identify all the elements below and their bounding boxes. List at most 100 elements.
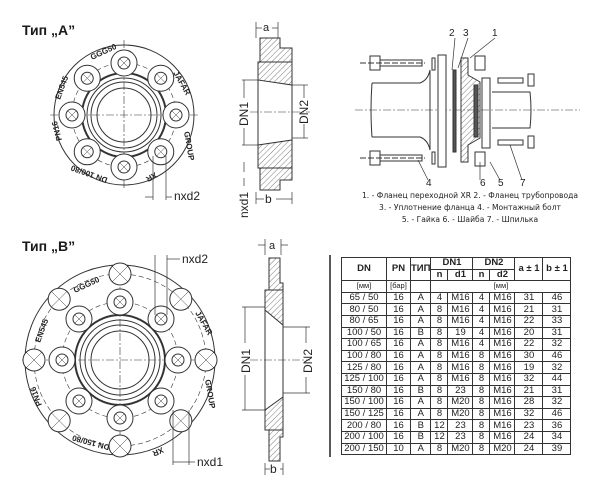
dimensions-table: DN PN ТИП DN1 DN2 a ± 1 b ± 1 n d1 n d2 …	[341, 256, 572, 456]
cell-a: 28	[514, 396, 544, 409]
cell-d2: M16	[489, 372, 516, 386]
cell-n1: 12	[430, 430, 449, 444]
header-n2: n	[472, 268, 491, 282]
header-d1: d1	[447, 268, 474, 282]
cell-n2: 8	[472, 407, 491, 421]
header-type: ТИП	[409, 256, 432, 282]
type-b-front-view: GGG50 JAFAR GROUP XR DN 150/80 PN16 EN54…	[22, 252, 223, 469]
cell-dn: 65 / 50	[341, 291, 387, 305]
marking-group: GROUP	[182, 131, 196, 162]
callout-4: 4	[426, 178, 432, 189]
cell-dn: 150 / 100	[341, 396, 387, 409]
cell-type: B	[409, 384, 432, 398]
cell-d2: M16	[489, 303, 516, 316]
marking-xr: XR	[151, 445, 165, 458]
cell-d1: 23	[447, 430, 474, 444]
cell-a: 31	[514, 291, 544, 305]
cell-n2: 8	[472, 372, 491, 386]
header-n1: n	[430, 268, 449, 282]
cell-pn: 16	[386, 361, 411, 374]
marking-en545: EN545	[53, 74, 70, 101]
marking-jafar: JAFAR	[171, 70, 192, 97]
cell-dn: 200 / 100	[341, 430, 387, 444]
cell-dn: 125 / 80	[341, 361, 387, 374]
dim-a: a	[269, 240, 276, 252]
callout-2: 2	[449, 28, 455, 39]
cell-d1: 23	[447, 419, 474, 432]
cell-b: 46	[542, 349, 572, 363]
cell-n2: 4	[472, 303, 491, 316]
cell-dn: 150 / 80	[341, 384, 387, 398]
cell-n1: 8	[430, 407, 449, 421]
cell-pn: 16	[386, 349, 411, 363]
cell-b: 32	[542, 396, 572, 409]
legend-line: 5. - Гайка 6. - Шайба 7. - Шпилька	[401, 215, 539, 224]
nxd2-label: nxd2	[174, 189, 200, 203]
cell-a: 22	[514, 338, 544, 351]
cell-d1: M16	[447, 361, 474, 374]
cell-type: B	[409, 326, 432, 340]
nxd1-label: nxd1	[197, 455, 223, 469]
cell-d1: M16	[447, 349, 474, 363]
dim-dn1: DN1	[239, 349, 253, 373]
cell-type: A	[409, 361, 432, 374]
cell-a: 32	[514, 407, 544, 421]
marking-pn16: PN16	[28, 385, 43, 407]
callout-6: 6	[480, 178, 486, 189]
cell-b: 31	[542, 303, 572, 316]
cell-n1: 8	[430, 361, 449, 374]
cell-d1: M16	[447, 372, 474, 386]
cell-d2: M20	[489, 442, 516, 456]
cell-dn: 100 / 65	[341, 338, 387, 351]
header-d2: d2	[489, 268, 516, 282]
cell-b: 31	[542, 326, 572, 340]
cell-d1: M16	[447, 291, 474, 305]
cell-d1: M20	[447, 442, 474, 456]
cell-pn: 16	[386, 326, 411, 340]
cell-dn: 100 / 80	[341, 349, 387, 363]
type-a-section-view: a b DN1 DN2 nxd1	[237, 22, 311, 218]
cell-n1: 8	[430, 372, 449, 386]
cell-a: 19	[514, 361, 544, 374]
cell-type: B	[409, 430, 432, 444]
callout-7: 7	[520, 178, 526, 189]
cell-pn: 16	[386, 291, 411, 305]
cell-a: 22	[514, 314, 544, 328]
cell-n1: 8	[430, 303, 449, 316]
assembly-legend: 1. - Фланец переходной XR 2. - Фланец тр…	[335, 190, 600, 226]
cell-dn: 125 / 100	[341, 372, 387, 386]
cell-d1: 19	[447, 326, 474, 340]
cell-n2: 4	[472, 291, 491, 305]
cell-n2: 8	[472, 430, 491, 444]
marking-dn: DN 150/80	[71, 433, 111, 452]
nxd2-label: nxd2	[182, 252, 208, 266]
cell-n2: 8	[472, 349, 491, 363]
marking-group: GROUP	[203, 379, 217, 410]
cell-type: A	[409, 407, 432, 421]
cell-a: 20	[514, 326, 544, 340]
cell-n2: 4	[472, 338, 491, 351]
cell-n2: 4	[472, 314, 491, 328]
cell-d1: M16	[447, 314, 474, 328]
header-pn: PN	[386, 256, 411, 282]
cell-n2: 8	[472, 384, 491, 398]
callout-1: 1	[492, 28, 498, 39]
cell-dn: 200 / 150	[341, 442, 387, 456]
cell-dn: 200 / 80	[341, 419, 387, 432]
cell-n1: 4	[430, 291, 449, 305]
unit-dn: [мм]	[341, 280, 387, 293]
cell-b: 46	[542, 407, 572, 421]
cell-d1: M16	[447, 338, 474, 351]
table-subheader-row: n d1 n d2	[342, 268, 571, 282]
cell-n1: 8	[430, 338, 449, 351]
